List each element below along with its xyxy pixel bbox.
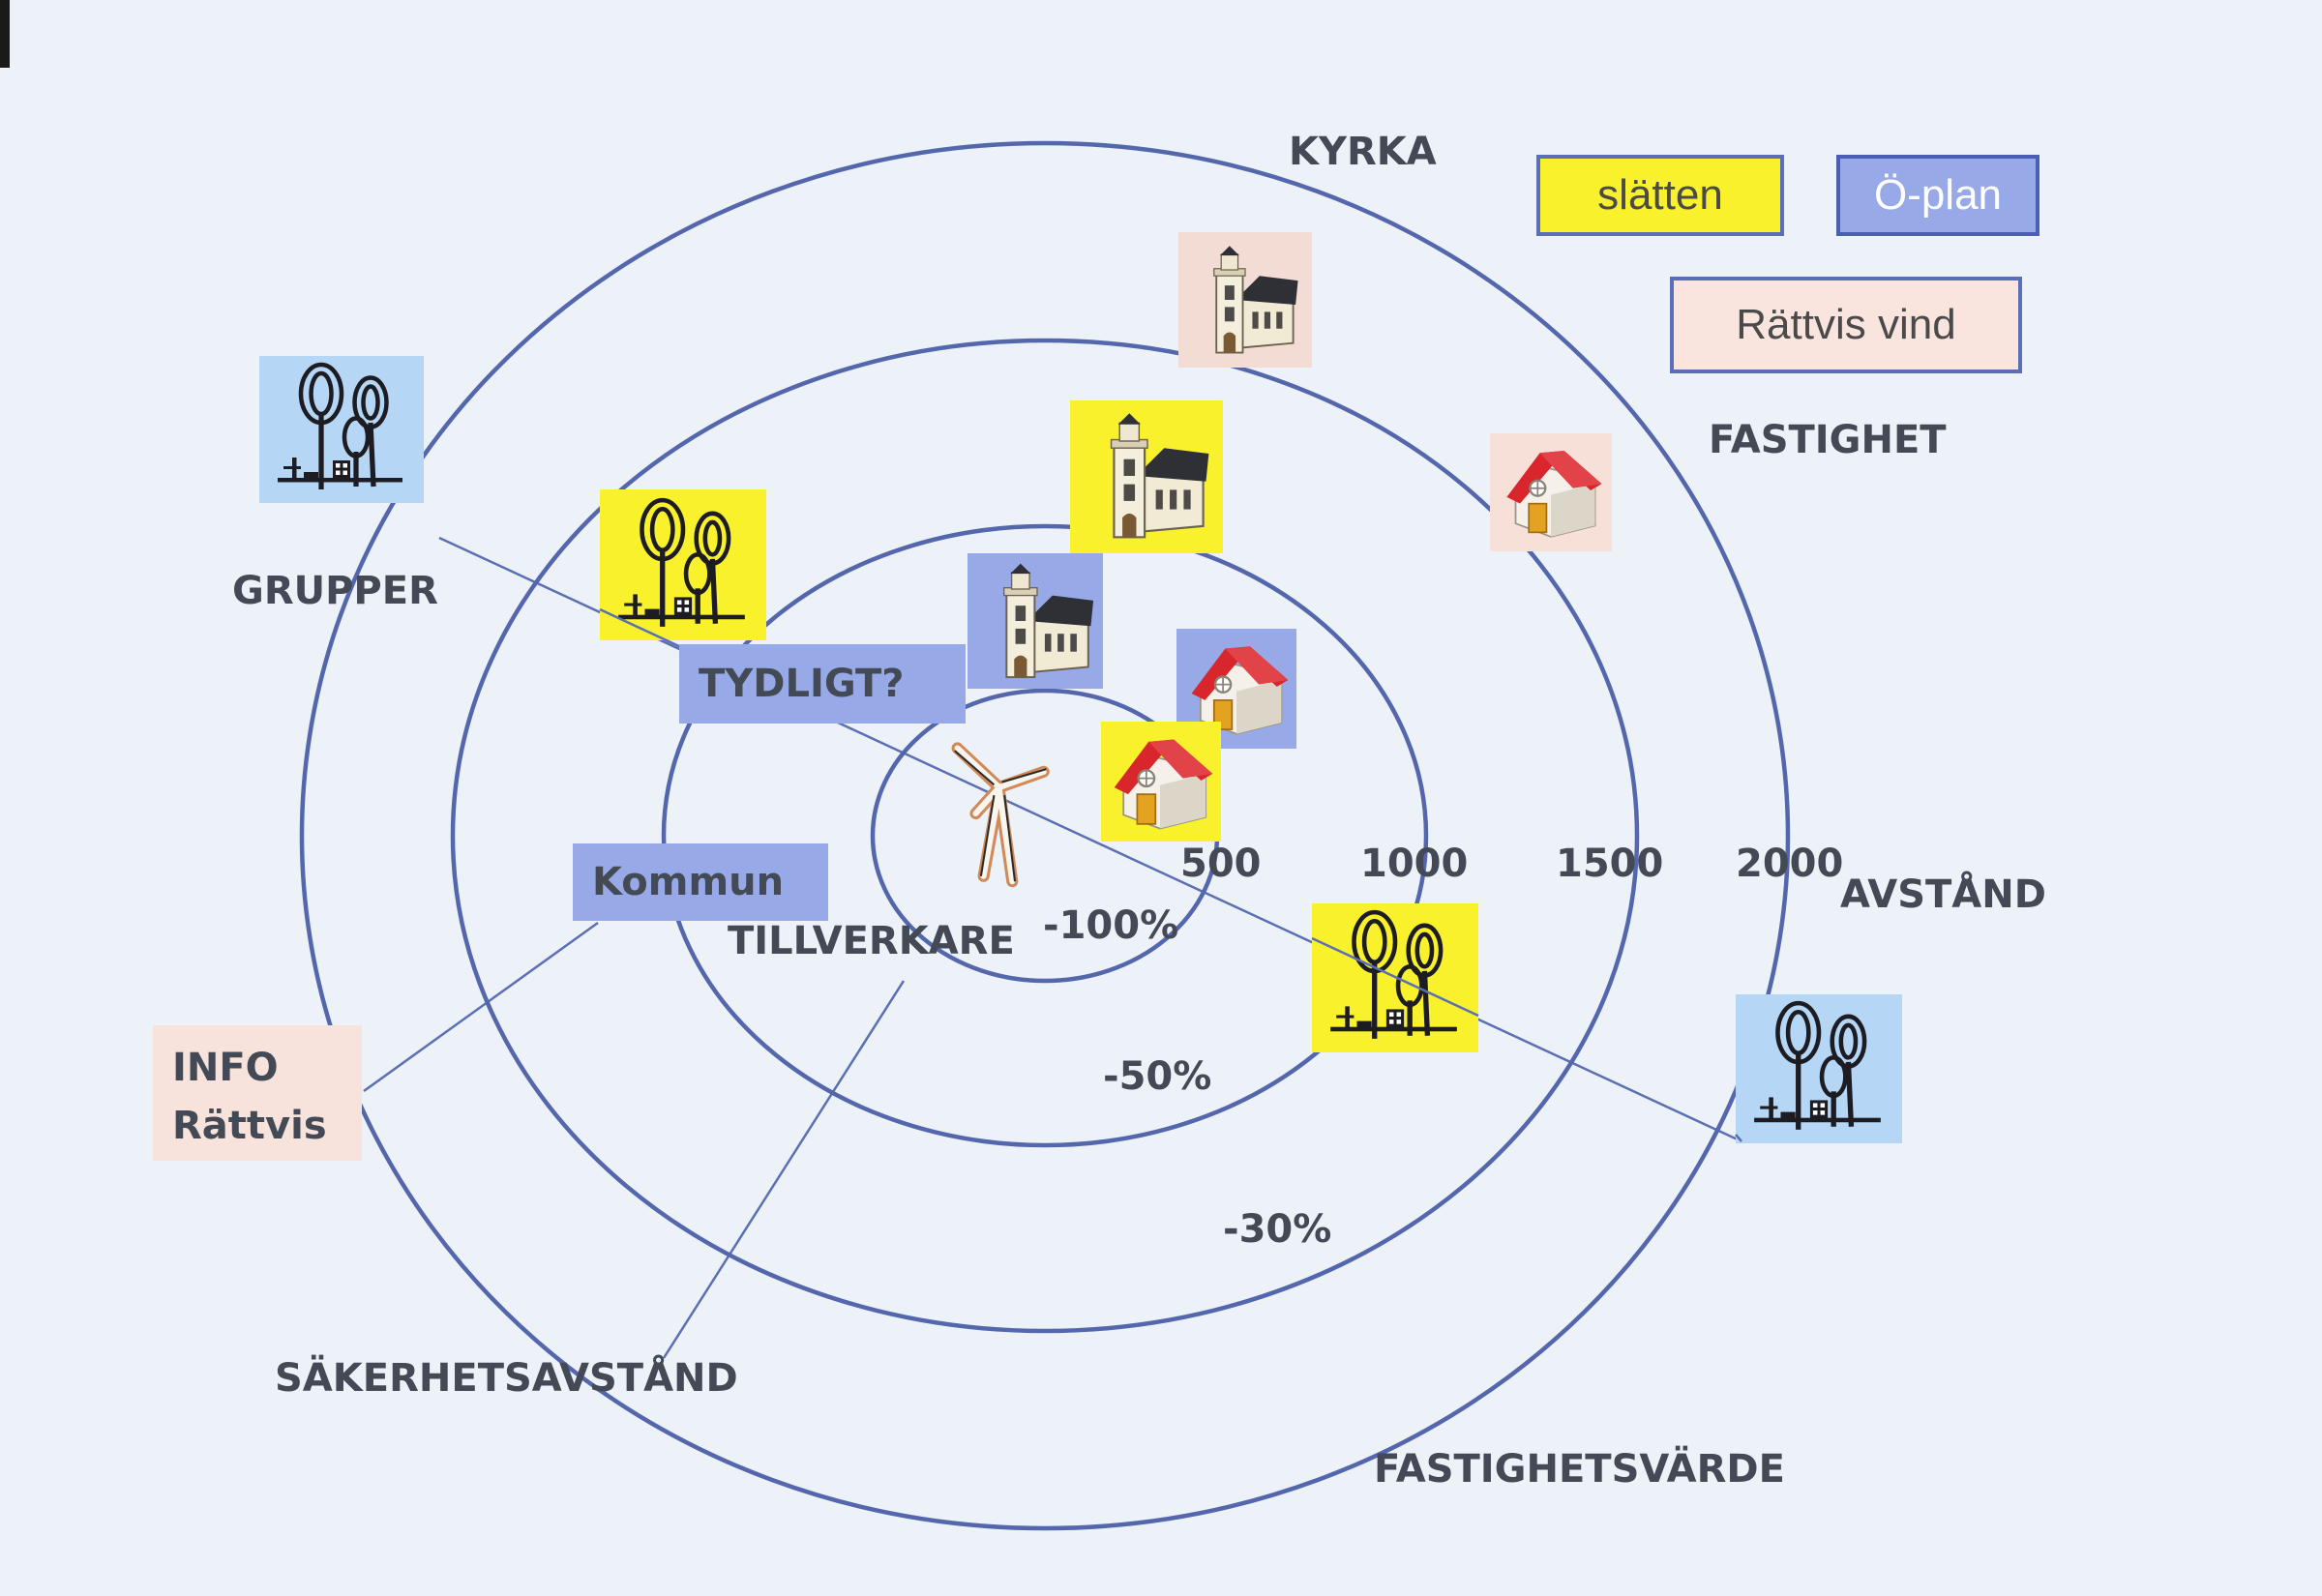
distance-2000: 2000	[1736, 842, 1844, 886]
connector-kommun	[363, 921, 599, 1093]
distance-rings	[299, 140, 1791, 1531]
scan-edge	[0, 0, 10, 68]
note-kommun: Kommun	[573, 843, 828, 921]
house-tile-yellow	[1101, 722, 1221, 842]
legend-slatten: slätten	[1536, 155, 1784, 236]
distance-1500: 1500	[1556, 842, 1664, 886]
label-kyrka: KYRKA	[1289, 130, 1437, 174]
note-tydligt: TYDLIGT?	[679, 644, 966, 724]
value-change-100: -100%	[1043, 903, 1179, 948]
legend-rattvis-vind: Rättvis vind	[1670, 277, 2022, 373]
value-change-30: -30%	[1223, 1207, 1332, 1252]
note-info-line2: Rättvis	[172, 1104, 327, 1148]
note-kommun-text: Kommun	[592, 860, 785, 904]
note-tydligt-text: TYDLIGT?	[699, 662, 905, 706]
church-tile-outer	[1178, 232, 1312, 368]
ring-2000	[299, 140, 1791, 1531]
note-info-line1: INFO	[172, 1046, 279, 1090]
ring-1000	[661, 523, 1429, 1148]
note-info-rattvis: INFO Rättvis	[153, 1025, 362, 1161]
trees-tile-grupper	[259, 356, 424, 503]
distance-1000: 1000	[1360, 842, 1469, 886]
ring-1500	[450, 338, 1640, 1334]
church-tile-middle	[1070, 400, 1223, 553]
label-sakerhetsavstand: SÄKERHETSAVSTÅND	[275, 1356, 738, 1401]
label-grupper: GRUPPER	[232, 569, 438, 613]
value-change-50: -50%	[1103, 1054, 1212, 1099]
church-tile-inner	[968, 553, 1103, 689]
legend-slatten-text: slätten	[1597, 171, 1723, 219]
legend-rattvis-vind-text: Rättvis vind	[1736, 301, 1956, 348]
connector-tillverkare	[662, 980, 906, 1359]
trees-tile-outer	[1736, 994, 1902, 1143]
distance-500: 500	[1180, 842, 1262, 886]
legend-oplan: Ö-plan	[1836, 155, 2039, 236]
label-fastighetsvarde: FASTIGHETSVÄRDE	[1374, 1447, 1785, 1492]
label-avstand: AVSTÅND	[1840, 872, 2046, 917]
house-tile-outer	[1490, 433, 1612, 551]
wind-turbine-icon	[937, 735, 1067, 892]
label-fastighet: FASTIGHET	[1709, 418, 1947, 462]
legend-oplan-text: Ö-plan	[1873, 171, 2003, 219]
trees-tile-slatten	[600, 489, 766, 640]
label-tillverkare: TILLVERKARE	[728, 919, 1015, 963]
